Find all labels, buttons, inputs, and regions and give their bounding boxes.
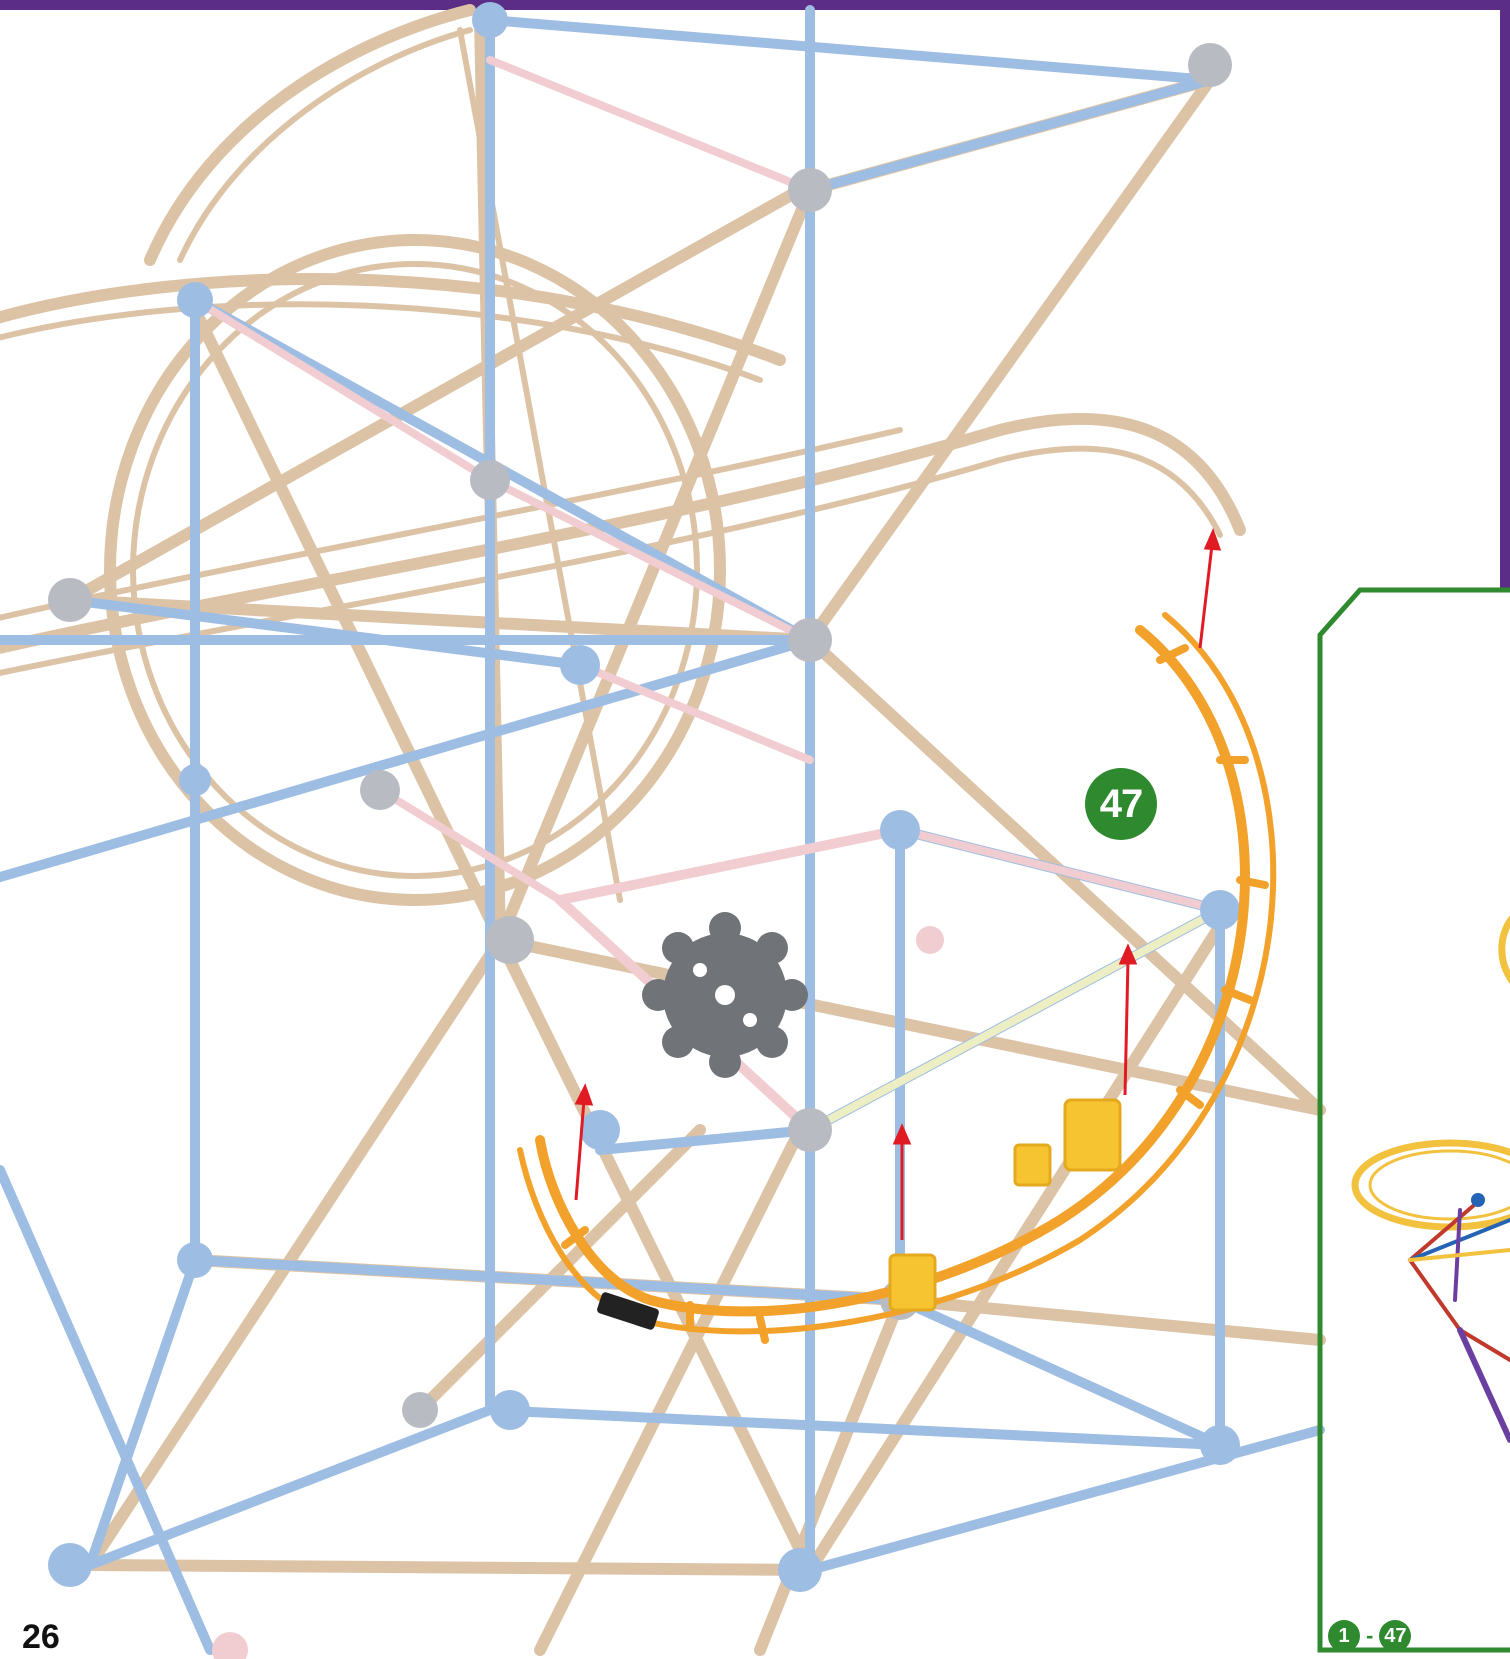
overview-step-range: 1 - 47 [1328, 1618, 1412, 1654]
step-number: 47 [1099, 781, 1143, 826]
pastel-rods [191, 56, 1224, 1135]
overview-frame [1317, 587, 1510, 1653]
overview-model [1351, 915, 1510, 1443]
page-number: 26 [22, 1618, 60, 1656]
range-start-badge: 1 [1328, 1620, 1360, 1652]
top-border [0, 0, 1510, 10]
step-number-badge: 47 [1085, 768, 1157, 840]
hub-connectors [48, 2, 1240, 1659]
range-separator: - [1366, 1623, 1374, 1648]
placement-arrows [574, 527, 1222, 1240]
gray-gear [642, 912, 808, 1078]
loop-track [0, 4, 1246, 906]
right-border [1500, 0, 1510, 590]
new-orange-track [517, 612, 1277, 1344]
range-end-badge: 47 [1379, 1620, 1412, 1652]
